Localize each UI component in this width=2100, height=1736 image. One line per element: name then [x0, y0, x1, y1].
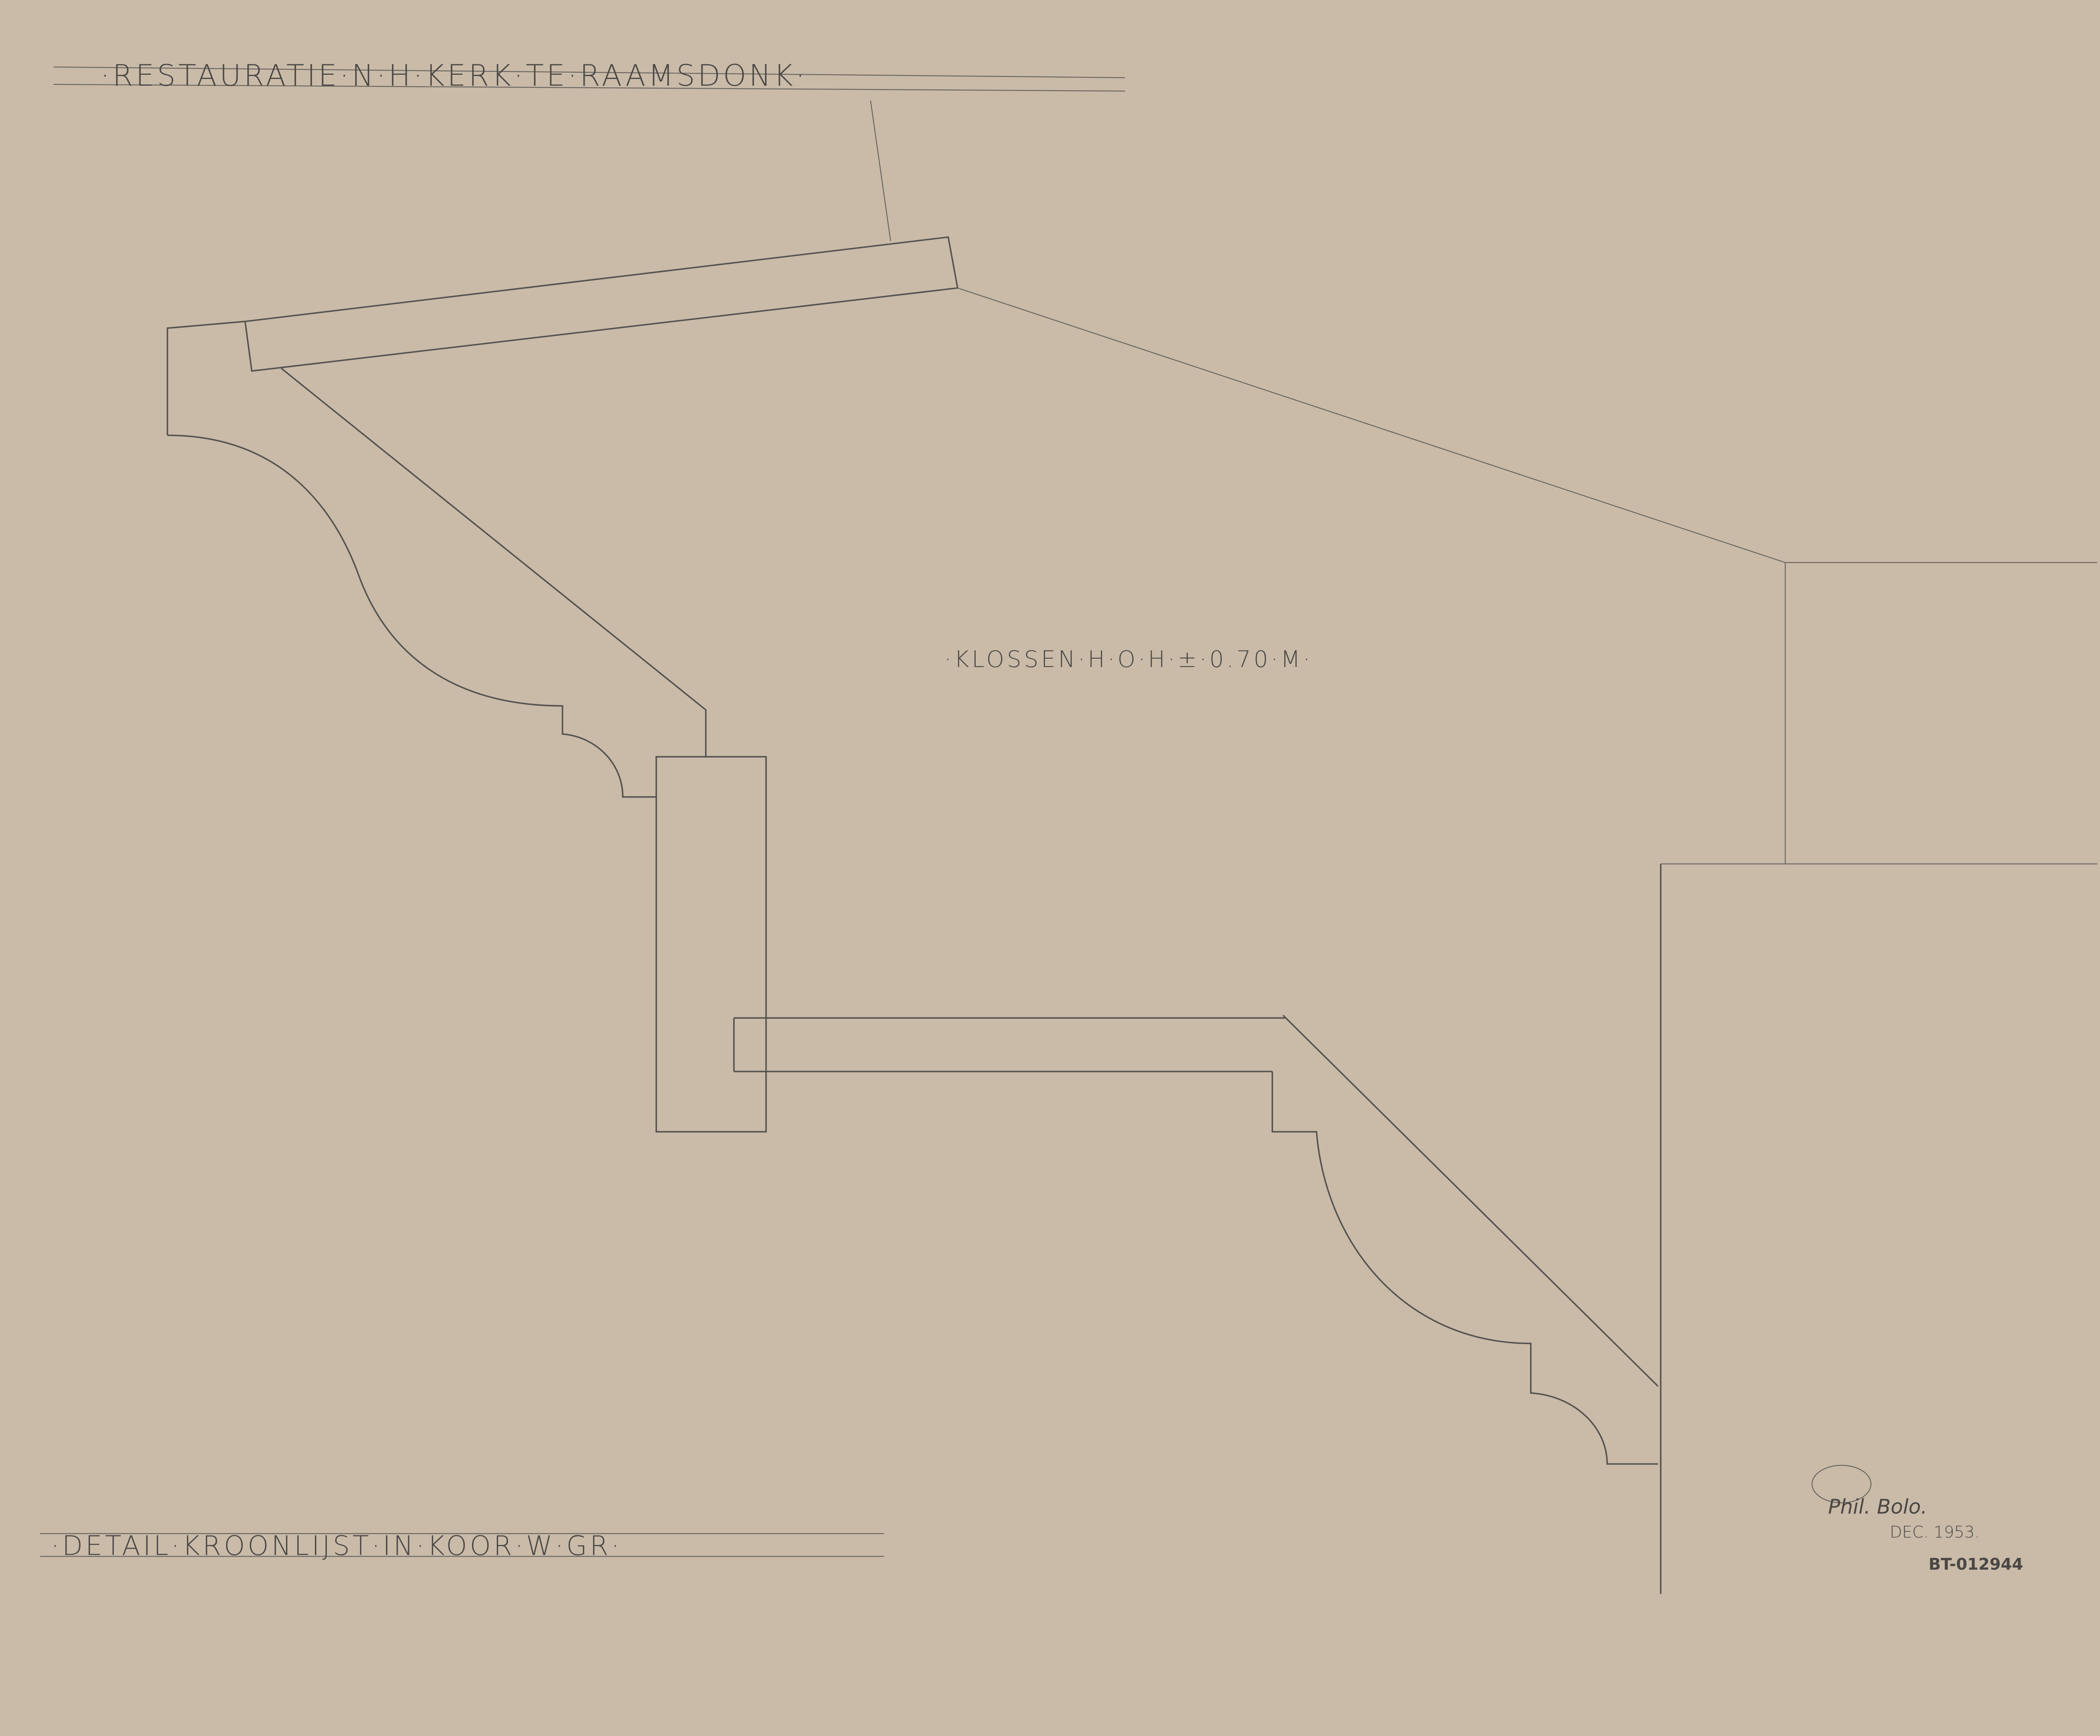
wall-profile — [957, 287, 2097, 1594]
drawing-date: DEC. 1953. — [1890, 1523, 1979, 1542]
spacing-annotation: ·KLOSSEN·H·O·H·±·0.70·M· — [944, 646, 1313, 672]
leader-line — [870, 100, 891, 242]
signature-loop — [1811, 1465, 1872, 1503]
signature: Phil. Bolo. — [1828, 1495, 1927, 1518]
archive-id: BT-012944 — [1929, 1555, 2023, 1574]
drawing-sheet: ·RESTAURATIE·N·H·KERK·TE·RAAMSDONK· ·KLO… — [40, 58, 2097, 1594]
title-guide-bottom — [53, 84, 1125, 92]
upper-bracket — [166, 236, 959, 1133]
drawing-title: ·RESTAURATIE·N·H·KERK·TE·RAAMSDONK· — [100, 58, 808, 93]
drawing-subtitle: ·DETAIL·KROONLIJST·IN·KOOR·W·GR· — [51, 1531, 622, 1562]
title-guide-top — [53, 66, 1125, 79]
cornice-detail-drawing: ·RESTAURATIE·N·H·KERK·TE·RAAMSDONK· ·KLO… — [40, 58, 2097, 1594]
lower-bracket — [733, 1014, 1659, 1465]
